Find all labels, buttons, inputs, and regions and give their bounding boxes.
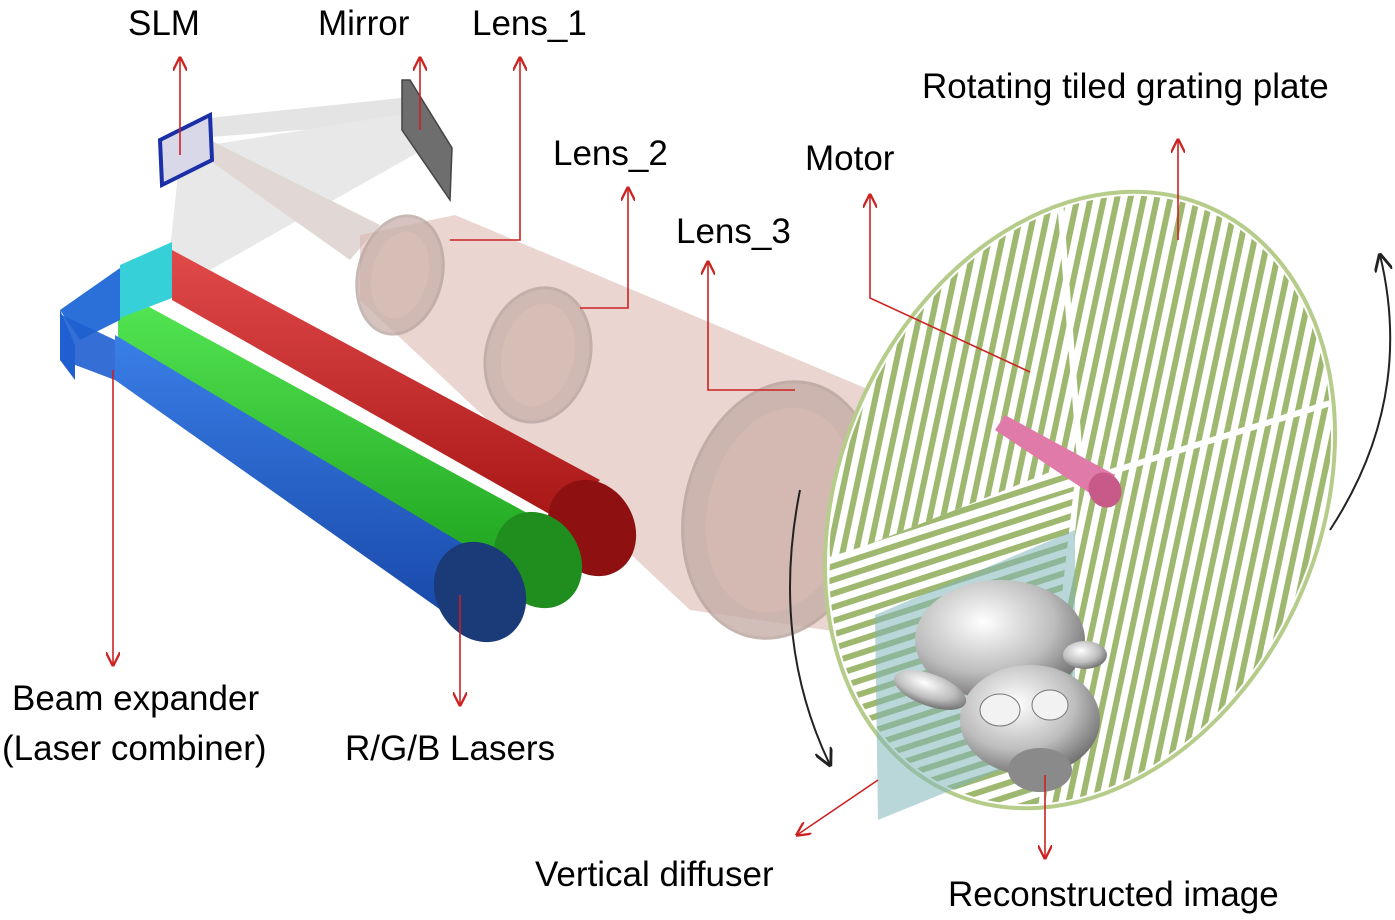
label-lens-2: Lens_2 — [553, 134, 668, 173]
label-mirror: Mirror — [318, 4, 410, 43]
beam-cone — [355, 214, 879, 640]
label-beam-expander: Beam expander — [12, 679, 259, 718]
label-lasers: R/G/B Lasers — [345, 729, 555, 768]
callout-arrows — [113, 58, 1178, 858]
label-grating-plate: Rotating tiled grating plate — [922, 67, 1329, 106]
beam-expander — [60, 242, 172, 380]
label-vertical-diffuser: Vertical diffuser — [535, 855, 774, 894]
rotation-arrow-left — [789, 489, 830, 765]
label-lens-3: Lens_3 — [676, 212, 791, 251]
label-lens-1: Lens_1 — [472, 4, 587, 43]
light-path — [170, 96, 440, 270]
label-slm: SLM — [128, 4, 200, 43]
label-motor: Motor — [805, 139, 895, 178]
rotation-arrow-right — [1329, 255, 1390, 531]
monkey-head-icon — [893, 580, 1107, 792]
mirror-device — [401, 79, 453, 203]
label-laser-combiner: (Laser combiner) — [2, 729, 267, 768]
laser-blue — [115, 335, 527, 643]
motor-device — [995, 415, 1122, 508]
slm-device — [157, 111, 215, 189]
label-reconstructed-image: Reconstructed image — [948, 875, 1279, 914]
